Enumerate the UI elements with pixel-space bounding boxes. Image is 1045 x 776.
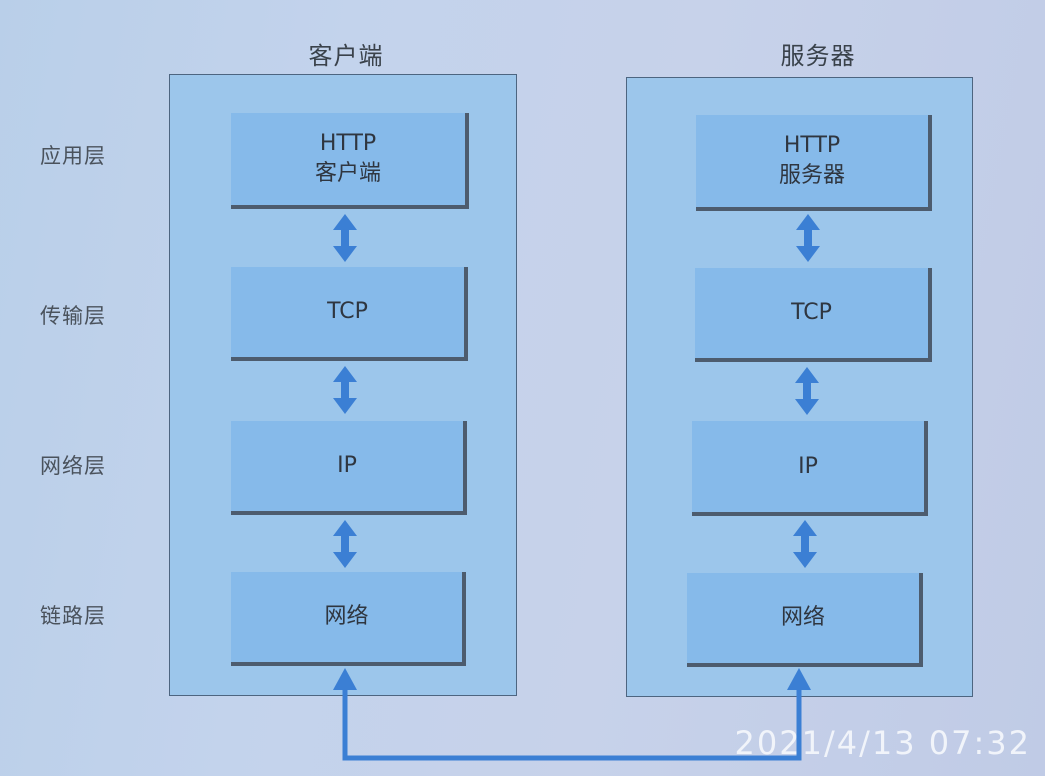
client-http-box: HTTP 客户端 [231, 113, 469, 209]
client-ip-label: IP [337, 453, 357, 479]
layer-label-network: 网络层 [40, 454, 106, 478]
server-tcp-label: TCP [791, 300, 832, 326]
client-http-tcp-arrow-icon [333, 214, 357, 262]
client-tcp-box: TCP [231, 267, 468, 361]
client-tcp-ip-arrow-icon [333, 366, 357, 414]
server-ip-link-arrow-icon [793, 520, 817, 568]
server-http-label: HTTP [783, 133, 841, 159]
client-column-title: 客户端 [308, 42, 384, 70]
client-http-label: HTTP [319, 131, 377, 157]
server-ip-box: IP [692, 421, 928, 516]
server-http-box: HTTP 服务器 [696, 115, 932, 211]
client-http-sublabel: 客户端 [314, 161, 381, 186]
layer-label-application: 应用层 [40, 144, 106, 168]
client-ip-box: IP [231, 421, 467, 515]
layer-label-link: 链路层 [40, 604, 106, 628]
physical-link-arrow-icon [333, 668, 811, 761]
server-http-sublabel: 服务器 [778, 163, 845, 188]
server-link-box: 网络 [687, 573, 923, 667]
client-link-label: 网络 [324, 604, 369, 630]
layer-label-transport: 传输层 [40, 304, 106, 328]
client-tcp-label: TCP [327, 299, 368, 325]
server-ip-label: IP [798, 453, 818, 479]
photo-timestamp: 2021/4/13 07:32 [734, 724, 1031, 762]
server-tcp-box: TCP [695, 268, 932, 362]
server-column-title: 服务器 [780, 42, 856, 70]
server-link-label: 网络 [780, 605, 825, 631]
server-tcp-ip-arrow-icon [795, 367, 819, 415]
client-ip-link-arrow-icon [333, 520, 357, 568]
client-link-box: 网络 [231, 572, 466, 666]
server-http-tcp-arrow-icon [796, 214, 820, 262]
